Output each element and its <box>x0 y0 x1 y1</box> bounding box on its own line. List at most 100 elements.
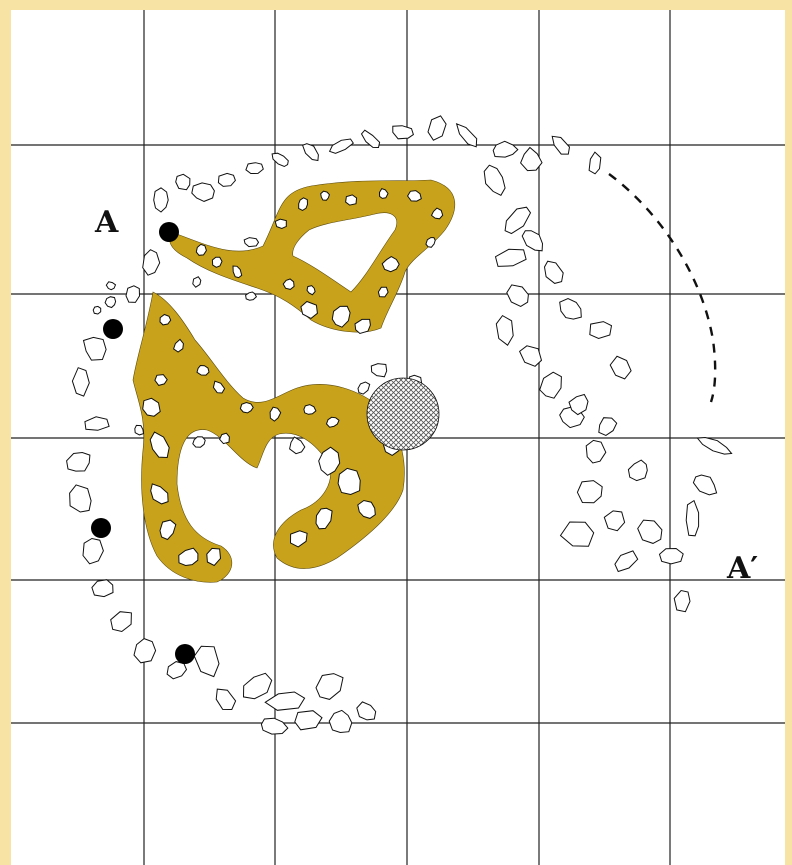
stone <box>193 645 220 678</box>
stone <box>354 318 371 335</box>
stone <box>673 589 691 613</box>
stone <box>289 436 306 455</box>
stone <box>430 207 444 220</box>
stone <box>243 237 260 248</box>
stone <box>84 416 110 431</box>
stone <box>506 284 529 307</box>
stones <box>66 115 733 735</box>
stone <box>239 401 254 414</box>
stone <box>219 432 230 445</box>
stone <box>195 243 207 256</box>
stone <box>303 404 317 415</box>
stone <box>315 673 344 700</box>
section-label-a: A <box>94 205 119 240</box>
stone <box>212 380 226 394</box>
stone <box>495 314 514 346</box>
stone <box>614 550 639 573</box>
stone <box>598 417 618 436</box>
stone <box>242 672 273 700</box>
stone <box>539 371 562 399</box>
stone <box>192 276 202 288</box>
stone <box>521 230 544 252</box>
stone <box>232 265 243 279</box>
reconstructed-wall-dashed <box>608 173 717 403</box>
stone <box>175 173 191 191</box>
stone <box>282 278 295 290</box>
stone <box>150 483 169 505</box>
stone <box>215 688 237 711</box>
stone <box>82 336 107 361</box>
stone <box>92 305 102 315</box>
stone <box>377 286 389 298</box>
stone <box>306 285 316 296</box>
site-plan-frame: A A′ <box>11 10 785 865</box>
stone <box>91 579 114 598</box>
stone <box>627 459 648 482</box>
stone <box>133 638 157 664</box>
stone <box>357 381 371 395</box>
posthole-marker <box>103 319 123 339</box>
stone <box>551 135 571 155</box>
stone <box>191 182 215 202</box>
stone <box>425 237 436 248</box>
stone <box>69 484 92 513</box>
posthole-marker <box>175 644 195 664</box>
stone <box>153 187 169 213</box>
stone <box>576 480 603 504</box>
stone <box>149 431 170 459</box>
stone <box>559 521 595 547</box>
stone <box>685 499 700 537</box>
stone <box>356 701 377 721</box>
stone <box>271 152 289 168</box>
stone <box>110 611 132 633</box>
stone <box>360 129 381 149</box>
posthole-markers <box>91 222 195 664</box>
stone <box>658 547 684 565</box>
stone <box>245 291 258 301</box>
stone <box>455 122 478 148</box>
paved-floor-lower <box>132 291 405 583</box>
stone <box>206 547 222 567</box>
stone <box>637 519 663 544</box>
stone <box>337 467 361 496</box>
stone <box>603 510 626 532</box>
stone <box>269 406 282 422</box>
stone <box>325 416 340 428</box>
stone <box>585 439 607 464</box>
cross-hatched-pit <box>366 377 440 451</box>
stone <box>298 197 309 211</box>
stone <box>294 710 323 731</box>
stone <box>483 164 506 196</box>
stone <box>315 507 333 530</box>
stone <box>331 305 351 328</box>
stone <box>301 143 319 162</box>
stone <box>211 256 223 268</box>
stone <box>328 138 354 154</box>
stone <box>345 194 358 206</box>
stone <box>196 364 210 376</box>
stone <box>154 374 168 386</box>
stone <box>504 206 532 235</box>
stone <box>166 661 188 680</box>
stone <box>588 151 602 175</box>
stone <box>609 355 632 380</box>
stone <box>392 125 414 140</box>
posthole-marker <box>91 518 111 538</box>
stone <box>105 281 117 291</box>
stone <box>370 363 388 378</box>
stone <box>520 146 543 172</box>
stone <box>318 446 341 476</box>
stone <box>264 691 306 711</box>
stone <box>104 296 117 309</box>
stone <box>134 424 145 436</box>
stone <box>692 474 718 496</box>
stone <box>427 115 447 141</box>
stone <box>320 190 330 201</box>
site-plan: A A′ <box>11 10 785 865</box>
stone <box>328 709 353 734</box>
stone <box>142 397 161 417</box>
stone <box>159 313 172 326</box>
grid-lines <box>11 10 785 865</box>
stone <box>66 451 91 472</box>
stone <box>300 300 318 319</box>
